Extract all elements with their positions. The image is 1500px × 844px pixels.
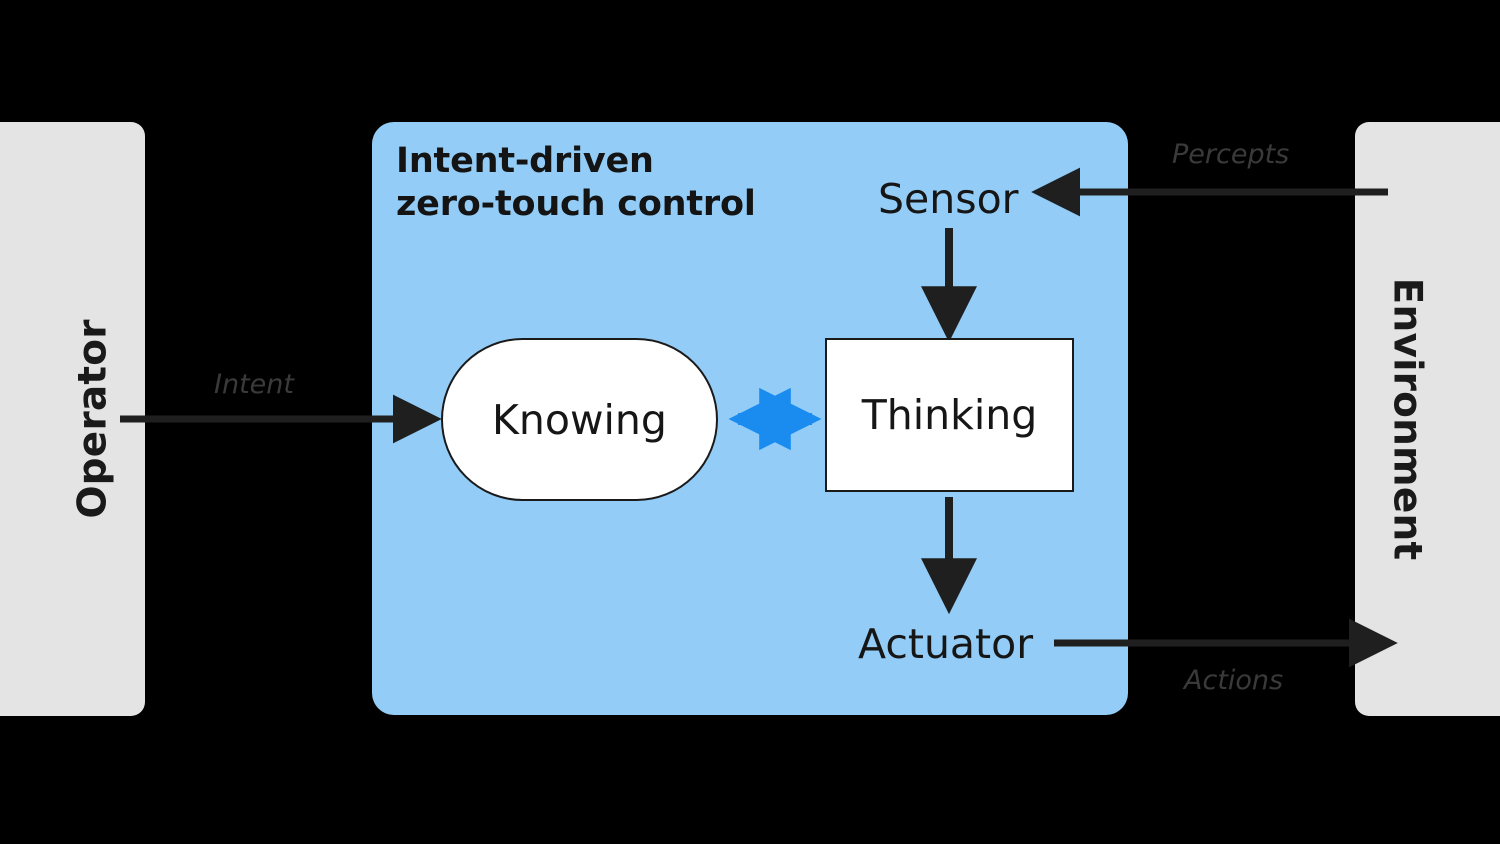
intent-edge-label: Intent [214,369,294,400]
thinking-node-label: Thinking [861,391,1038,439]
actuator-node[interactable]: Actuator [858,620,1034,668]
operator-panel: Operator [0,122,145,716]
environment-panel: Environment [1355,122,1500,716]
operator-panel-label: Operator [70,319,116,519]
thinking-node[interactable]: Thinking [825,338,1074,492]
control-panel-title: Intent-driven zero-touch control [396,141,756,224]
knowing-node[interactable]: Knowing [441,338,718,501]
environment-panel-label: Environment [1384,277,1430,561]
sensor-node[interactable]: Sensor [878,175,1019,223]
knowing-node-label: Knowing [492,395,667,444]
percepts-edge-label: Percepts [1172,139,1290,170]
actions-edge-label: Actions [1184,665,1284,696]
